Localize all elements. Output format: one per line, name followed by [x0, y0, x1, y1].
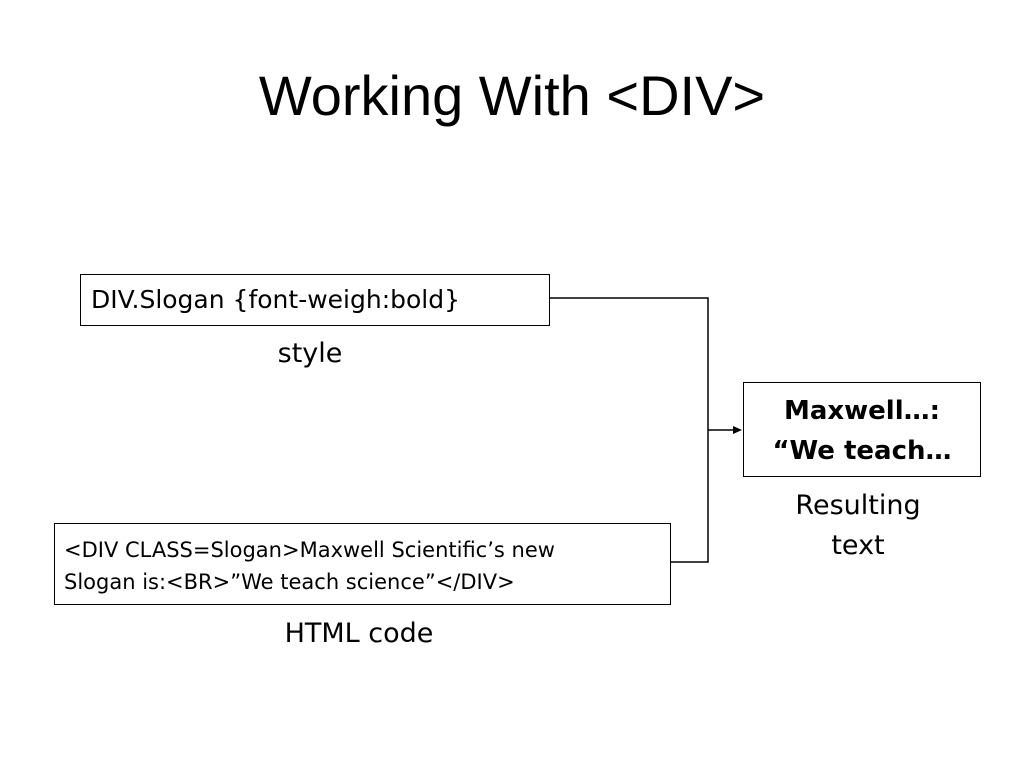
html-code-line-1: <DIV CLASS=Slogan>Maxwell Scientific’s n… — [64, 538, 555, 562]
style-box-text: DIV.Slogan {font-weigh:bold} — [91, 285, 461, 314]
style-caption: style — [277, 338, 343, 369]
result-caption-line-1: Resulting — [795, 490, 921, 521]
result-line-1: Maxwell…: — [783, 396, 941, 426]
style-connector-line — [550, 297, 709, 430]
style-box: DIV.Slogan {font-weigh:bold} — [80, 274, 550, 326]
slide-title: Working With <DIV> — [258, 64, 766, 127]
html-connector-line — [671, 430, 709, 563]
result-arrow-head — [733, 426, 742, 434]
result-caption-line-2: text — [831, 530, 885, 561]
html-code-line-2: Slogan is:<BR>”We teach science”</DIV> — [64, 570, 515, 594]
result-line-2: “We teach… — [772, 436, 952, 466]
result-box: Maxwell…: “We teach… — [743, 382, 981, 477]
html-code-box: <DIV CLASS=Slogan>Maxwell Scientific’s n… — [54, 523, 671, 605]
html-code-caption: HTML code — [284, 618, 434, 649]
result-caption: Resulting text — [758, 486, 958, 566]
